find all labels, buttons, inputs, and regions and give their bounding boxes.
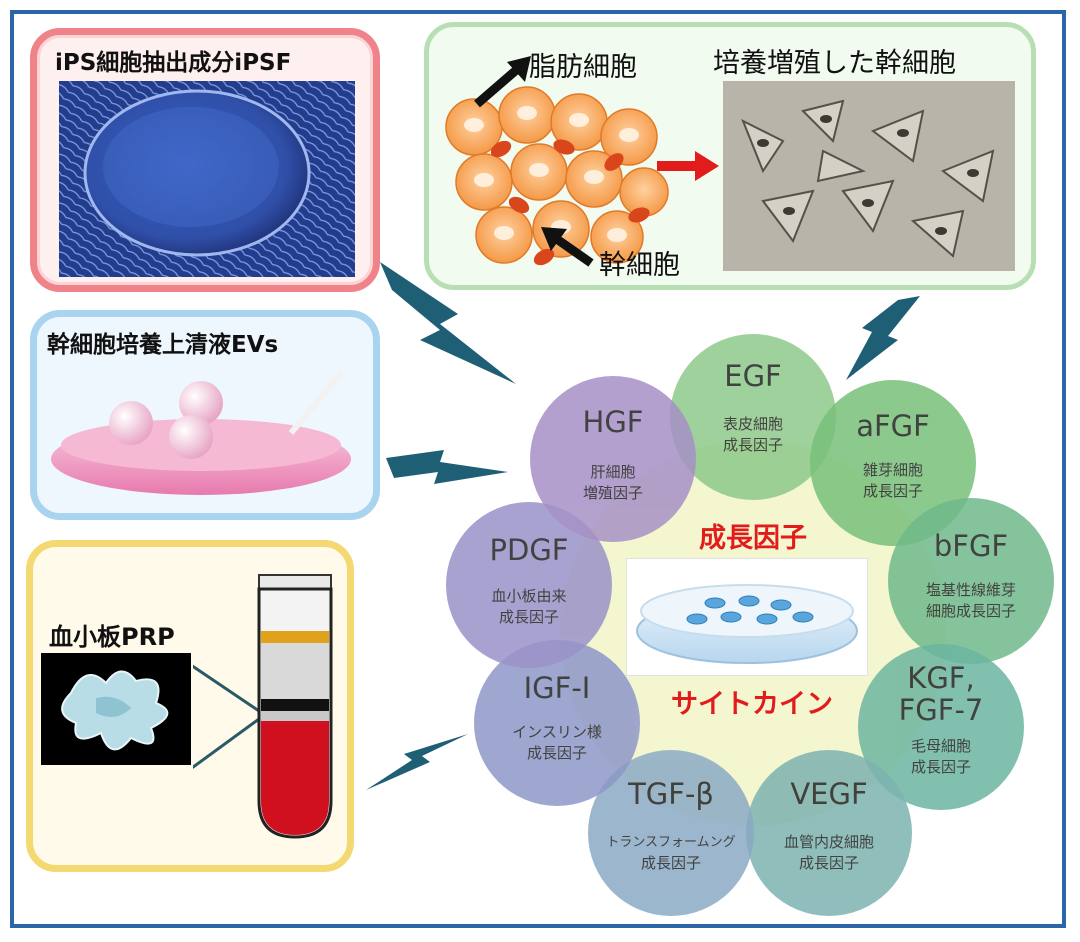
stem-arrow-icon <box>541 227 594 267</box>
fat-arrow-icon <box>474 56 531 108</box>
hub-top-label: 成長因子 <box>699 523 807 554</box>
culture-dish-illustration <box>51 371 351 495</box>
bolt-icon-adipose <box>846 296 920 380</box>
ipsf-panel: iPS細胞抽出成分iPSF <box>30 28 380 292</box>
ips-colony-image <box>59 81 355 277</box>
bolt-icon-prp <box>366 734 468 790</box>
prp-title: 血小板PRP <box>49 623 175 651</box>
factor-hgf: HGF 肝細胞 増殖因子 <box>530 376 696 542</box>
ipsf-title: iPS細胞抽出成分iPSF <box>55 50 292 76</box>
hub-bottom-label: サイトカイン <box>671 689 833 720</box>
bolt-icon-ipsf <box>380 262 516 384</box>
stem-cell-label: 幹細胞 <box>599 250 680 281</box>
center-dish-image <box>626 558 868 676</box>
prp-tube <box>193 574 333 839</box>
evs-title: 幹細胞培養上清液EVs <box>47 332 279 358</box>
factor-igf-i: IGF-I インスリン様 成長因子 <box>474 640 640 806</box>
cultured-stem-cells-image <box>723 81 1015 271</box>
factor-egf: EGF 表皮細胞 成長因子 <box>670 334 836 500</box>
factor-vegf: VEGF 血管内皮細胞 成長因子 <box>746 750 912 916</box>
prp-panel: 血小板PRP <box>26 540 354 872</box>
outer-frame <box>10 10 1066 928</box>
evs-panel: 幹細胞培養上清液EVs <box>30 310 380 520</box>
factor-bfgf: bFGF 塩基性線維芽 細胞成長因子 <box>888 498 1054 664</box>
adipose-title: 培養増殖した幹細胞 <box>713 48 956 79</box>
fat-cell-label: 脂肪細胞 <box>529 52 637 83</box>
platelet-image <box>41 653 191 765</box>
culture-arrow-icon <box>657 151 719 181</box>
fat-cells-illustration <box>445 86 669 266</box>
adipose-panel: 脂肪細胞 幹細胞 培養増殖した幹細胞 <box>424 22 1036 290</box>
factor-hub: EGF 表皮細胞 成長因子 aFGF 雑芽細胞 成長因子 bFGF 塩基性線維芽… <box>430 320 1080 940</box>
factor-kgf: KGF, FGF-7 毛母細胞 成長因子 <box>858 644 1024 810</box>
bolt-icon-evs <box>386 450 508 484</box>
